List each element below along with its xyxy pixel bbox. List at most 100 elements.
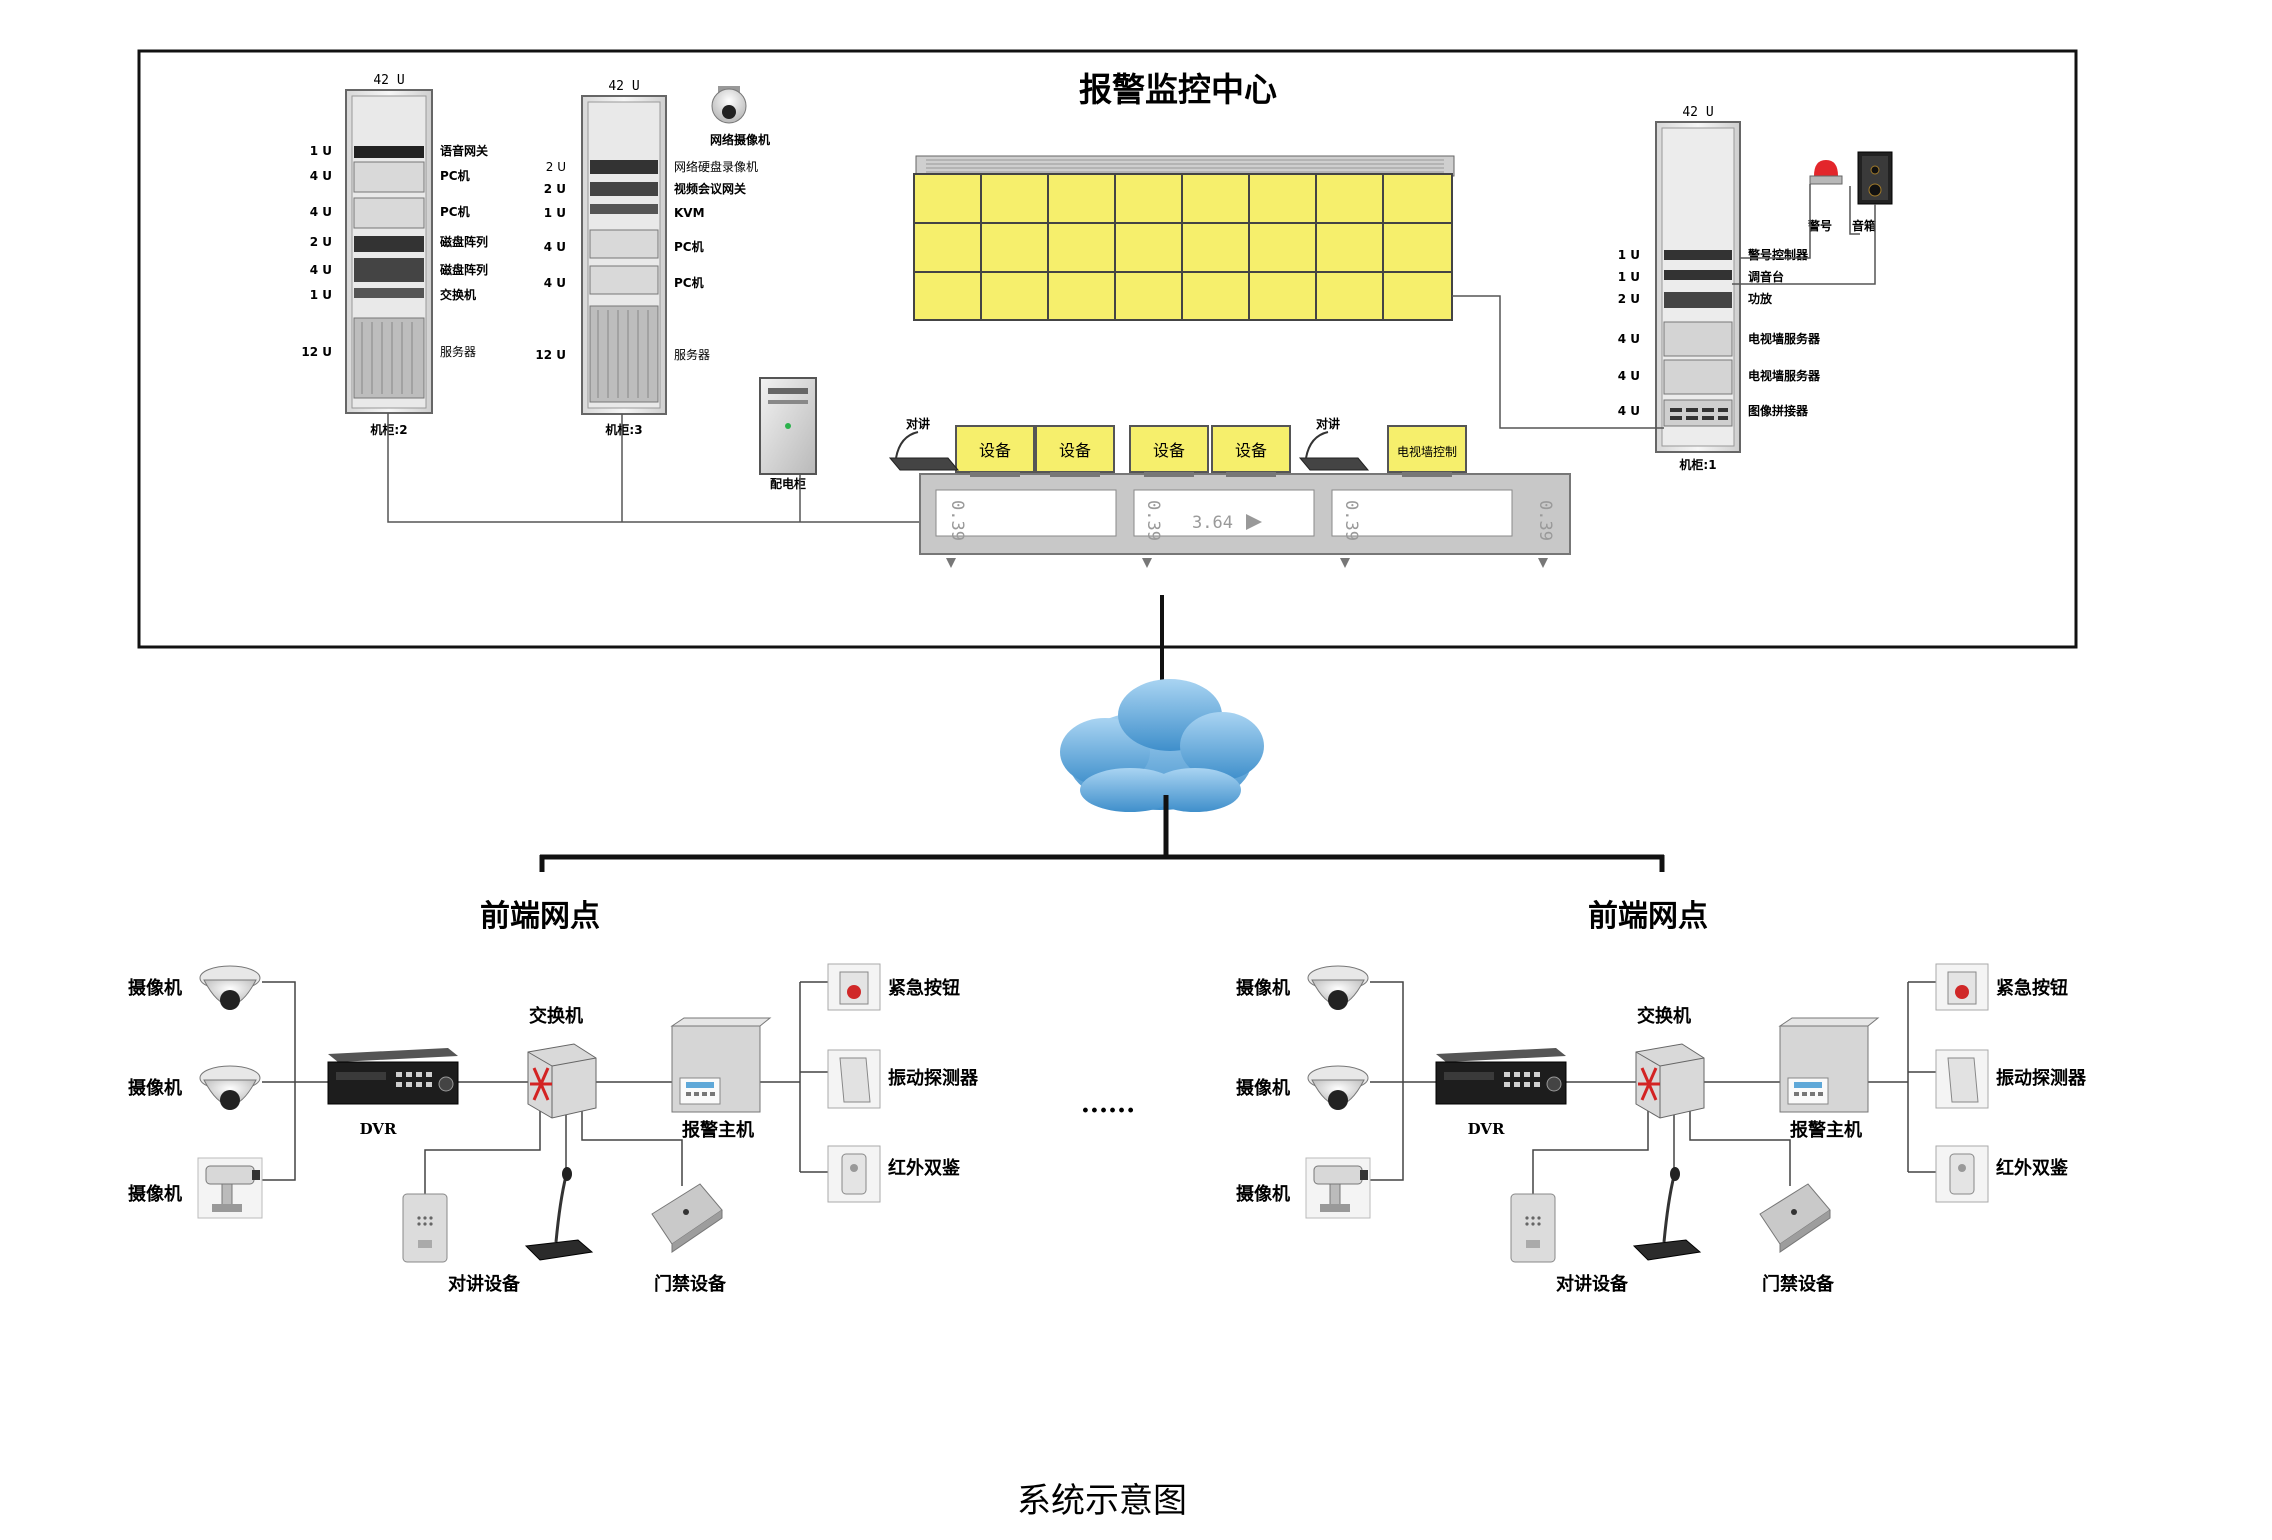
rack-1-unit: 4 U [1618,332,1640,346]
monitor-label: 设备 [1153,441,1185,460]
rack-2-label: PC机 [440,204,470,219]
rack-1-label: 调音台 [1748,269,1784,284]
camera-label: 摄像机 [1236,1077,1290,1099]
sensor-label: 红外双鉴 [888,1157,961,1179]
sensor-label: 紧急按钮 [1996,977,2068,999]
switch-label: 交换机 [1637,1005,1691,1027]
console-intercom-right-label: 对讲 [1316,416,1340,431]
monitor-label: 设备 [1059,441,1091,460]
control-center-panel: 报警监控中心 [137,49,2078,649]
rack-1-label: 图像拼接器 [1748,403,1809,418]
rack-2-label: PC机 [440,168,470,183]
rack-1-unit: 4 U [1618,404,1640,418]
network-bus [539,795,1665,872]
rack-1-name: 机柜:1 [1679,457,1716,472]
camera-label: 摄像机 [128,977,182,999]
site-graphics-1 [197,963,881,1263]
rack-2-unit: 1 U [310,288,332,302]
sensor-label: 紧急按钮 [888,977,960,999]
rack-1-label: 电视墙服务器 [1748,331,1821,346]
rack-2-name: 机柜:2 [370,422,407,437]
rack-3-label: 服务器 [674,347,710,362]
rack-1-unit: 4 U [1618,369,1640,383]
dimension-label: 0.39 [1341,500,1361,541]
network-camera-icon [711,86,747,124]
access-control-label: 门禁设备 [654,1273,727,1295]
rack-1-unit: 1 U [1618,270,1640,284]
rack-3-unit: 4 U [544,240,566,254]
dimension-label: 3.64 [1192,513,1233,533]
rack-3-name: 机柜:3 [605,422,642,437]
dvr-label: DVR [1468,1120,1505,1138]
front-site-1: 前端网点 摄像机 摄像机 摄像机 DVR 交换机 报警主机 对讲设备 门禁设备 … [128,899,979,1295]
rack-3-unit: 2 U [544,182,566,196]
rack-3-label: 视频会议网关 [674,181,746,196]
rack-2-top: 42 U [373,73,404,88]
rack-3-unit: 1 U [544,206,566,220]
monitor-label: 设备 [1235,441,1267,460]
diagram-caption: 系统示意图 [1017,1481,1187,1521]
more-sites-ellipsis: ...... [1081,1089,1135,1119]
alarm-light-label: 警号 [1807,218,1832,233]
rack-3-label: KVM [674,206,705,220]
tv-wall [913,155,1455,321]
console-intercom-left-label: 对讲 [906,416,930,431]
dimension-label: 0.39 [947,500,967,541]
rack-3-label: 网络硬盘录像机 [674,159,758,174]
rack-2-unit: 4 U [310,263,332,277]
speaker-label: 音箱 [1852,218,1876,233]
alarm-host-label: 报警主机 [1790,1119,1862,1141]
switch-label: 交换机 [529,1005,583,1027]
rack-1-label: 电视墙服务器 [1748,368,1821,383]
power-cabinet-label: 配电柜 [770,476,806,491]
rack-3-unit: 4 U [544,276,566,290]
network-camera-label: 网络摄像机 [710,132,770,147]
rack-2-label: 磁盘阵列 [439,234,488,249]
rack-2-unit: 1 U [310,144,332,158]
rack-3-unit: 12 U [535,348,566,362]
sensor-label: 振动探测器 [1996,1067,2087,1089]
rack-2: 42 U 机柜:2 1 U 4 U 4 U 2 U 4 U 1 U 12 U 语… [301,73,488,437]
site-title: 前端网点 [1588,899,1708,934]
rack-3-label: PC机 [674,275,704,290]
rack-2-label: 交换机 [440,287,476,302]
front-site-2: 前端网点 摄像机 摄像机 摄像机 DVR 交换机 报警主机 对讲设备 门禁设备 … [1236,899,2087,1295]
rack-2-label: 服务器 [440,344,476,359]
rack-2-label: 磁盘阵列 [439,262,488,277]
alarm-light-icon [1809,160,1843,185]
access-control-label: 门禁设备 [1762,1273,1835,1295]
rack-1-top: 42 U [1682,105,1713,120]
rack-1-unit: 2 U [1618,292,1640,306]
rack-3: 42 U 机柜:3 2 U 2 U 1 U 4 U 4 U 12 U 网络硬盘录… [535,79,758,437]
camera-label: 摄像机 [128,1077,182,1099]
rack-2-unit: 2 U [310,235,332,249]
rack-3-top: 42 U [608,79,639,94]
power-cabinet-icon [759,377,817,475]
camera-label: 摄像机 [1236,1183,1290,1205]
sensor-label: 振动探测器 [888,1067,979,1089]
rack-1-label: 功放 [1748,291,1773,306]
speaker-icon [1857,151,1893,205]
rack-1-label: 警号控制器 [1747,247,1809,262]
network-cloud-icon [1060,679,1264,812]
dimension-label: 0.39 [1143,500,1163,541]
rack-3-label: PC机 [674,239,704,254]
rack-1-unit: 1 U [1618,248,1640,262]
rack-2-unit: 12 U [301,345,332,359]
center-connections [387,184,1876,523]
dvr-label: DVR [360,1120,397,1138]
monitor-label: 电视墙控制 [1397,444,1457,459]
console-intercom-right-icon [1298,431,1370,471]
rack-2-unit: 4 U [310,205,332,219]
alarm-host-label: 报警主机 [682,1119,754,1141]
sensor-label: 红外双鉴 [1996,1157,2069,1179]
control-center-title: 报警监控中心 [1079,70,1277,109]
intercom-device-label: 对讲设备 [448,1273,521,1295]
intercom-device-label: 对讲设备 [1556,1273,1629,1295]
monitor-label: 设备 [979,441,1011,460]
console-monitors: 设备 设备 设备 设备 电视墙控制 [955,425,1467,477]
console-desk: 0.39 0.39 3.64 0.39 0.39 [919,473,1571,568]
rack-2-label: 语音网关 [440,143,488,158]
rack-1: 42 U 机柜:1 1 U 1 U 2 U 4 U 4 U 4 U 警号控制器 … [1618,105,1821,472]
